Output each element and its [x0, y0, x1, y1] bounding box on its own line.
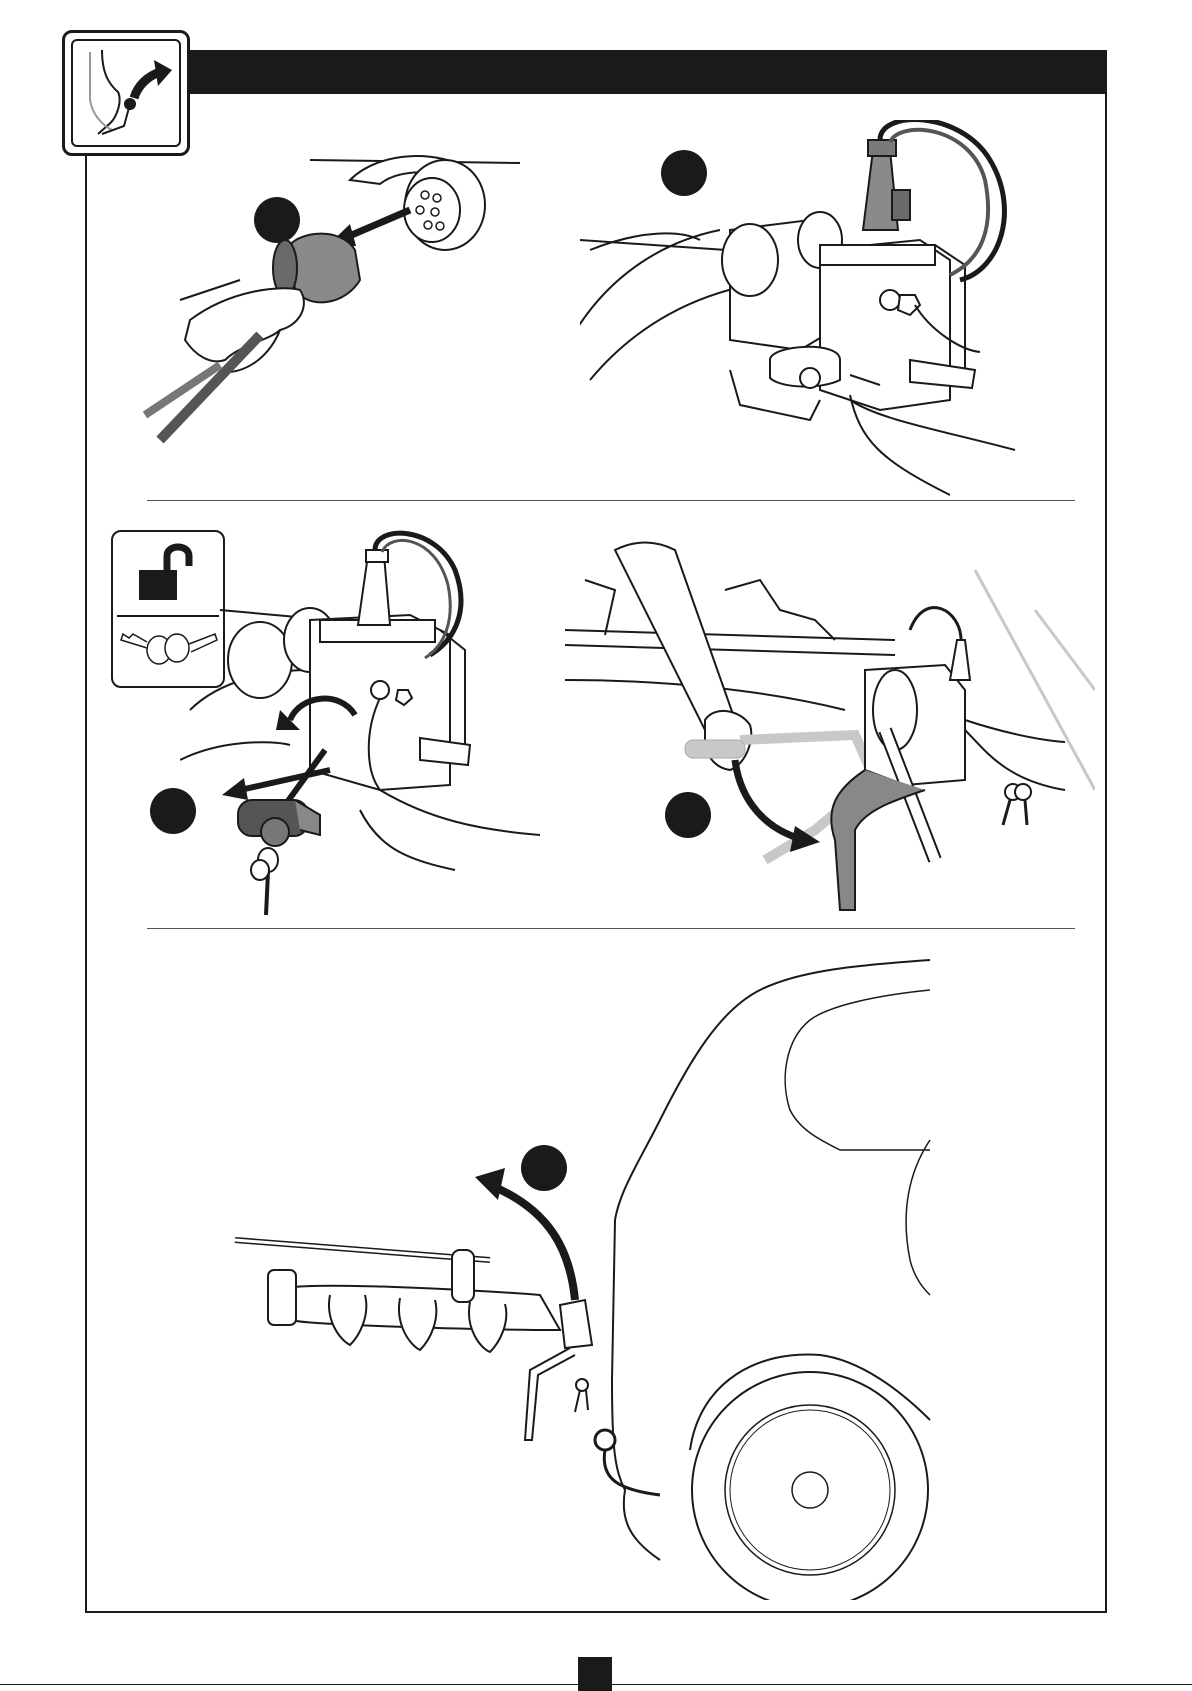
section-divider-1 — [147, 500, 1075, 501]
tilt-rack-illustration — [565, 530, 1095, 930]
unplug-connector-illustration — [140, 140, 550, 450]
remove-pin-illustration — [180, 530, 550, 920]
tilt-rack-icon — [62, 30, 190, 156]
section-divider-2 — [147, 928, 1075, 929]
connector-stowed-illustration — [580, 120, 1060, 500]
page-number-box — [578, 1657, 612, 1691]
rack-tilted-illustration — [220, 950, 940, 1600]
tilt-rack-glyph — [62, 30, 190, 156]
header-bar — [85, 50, 1107, 94]
